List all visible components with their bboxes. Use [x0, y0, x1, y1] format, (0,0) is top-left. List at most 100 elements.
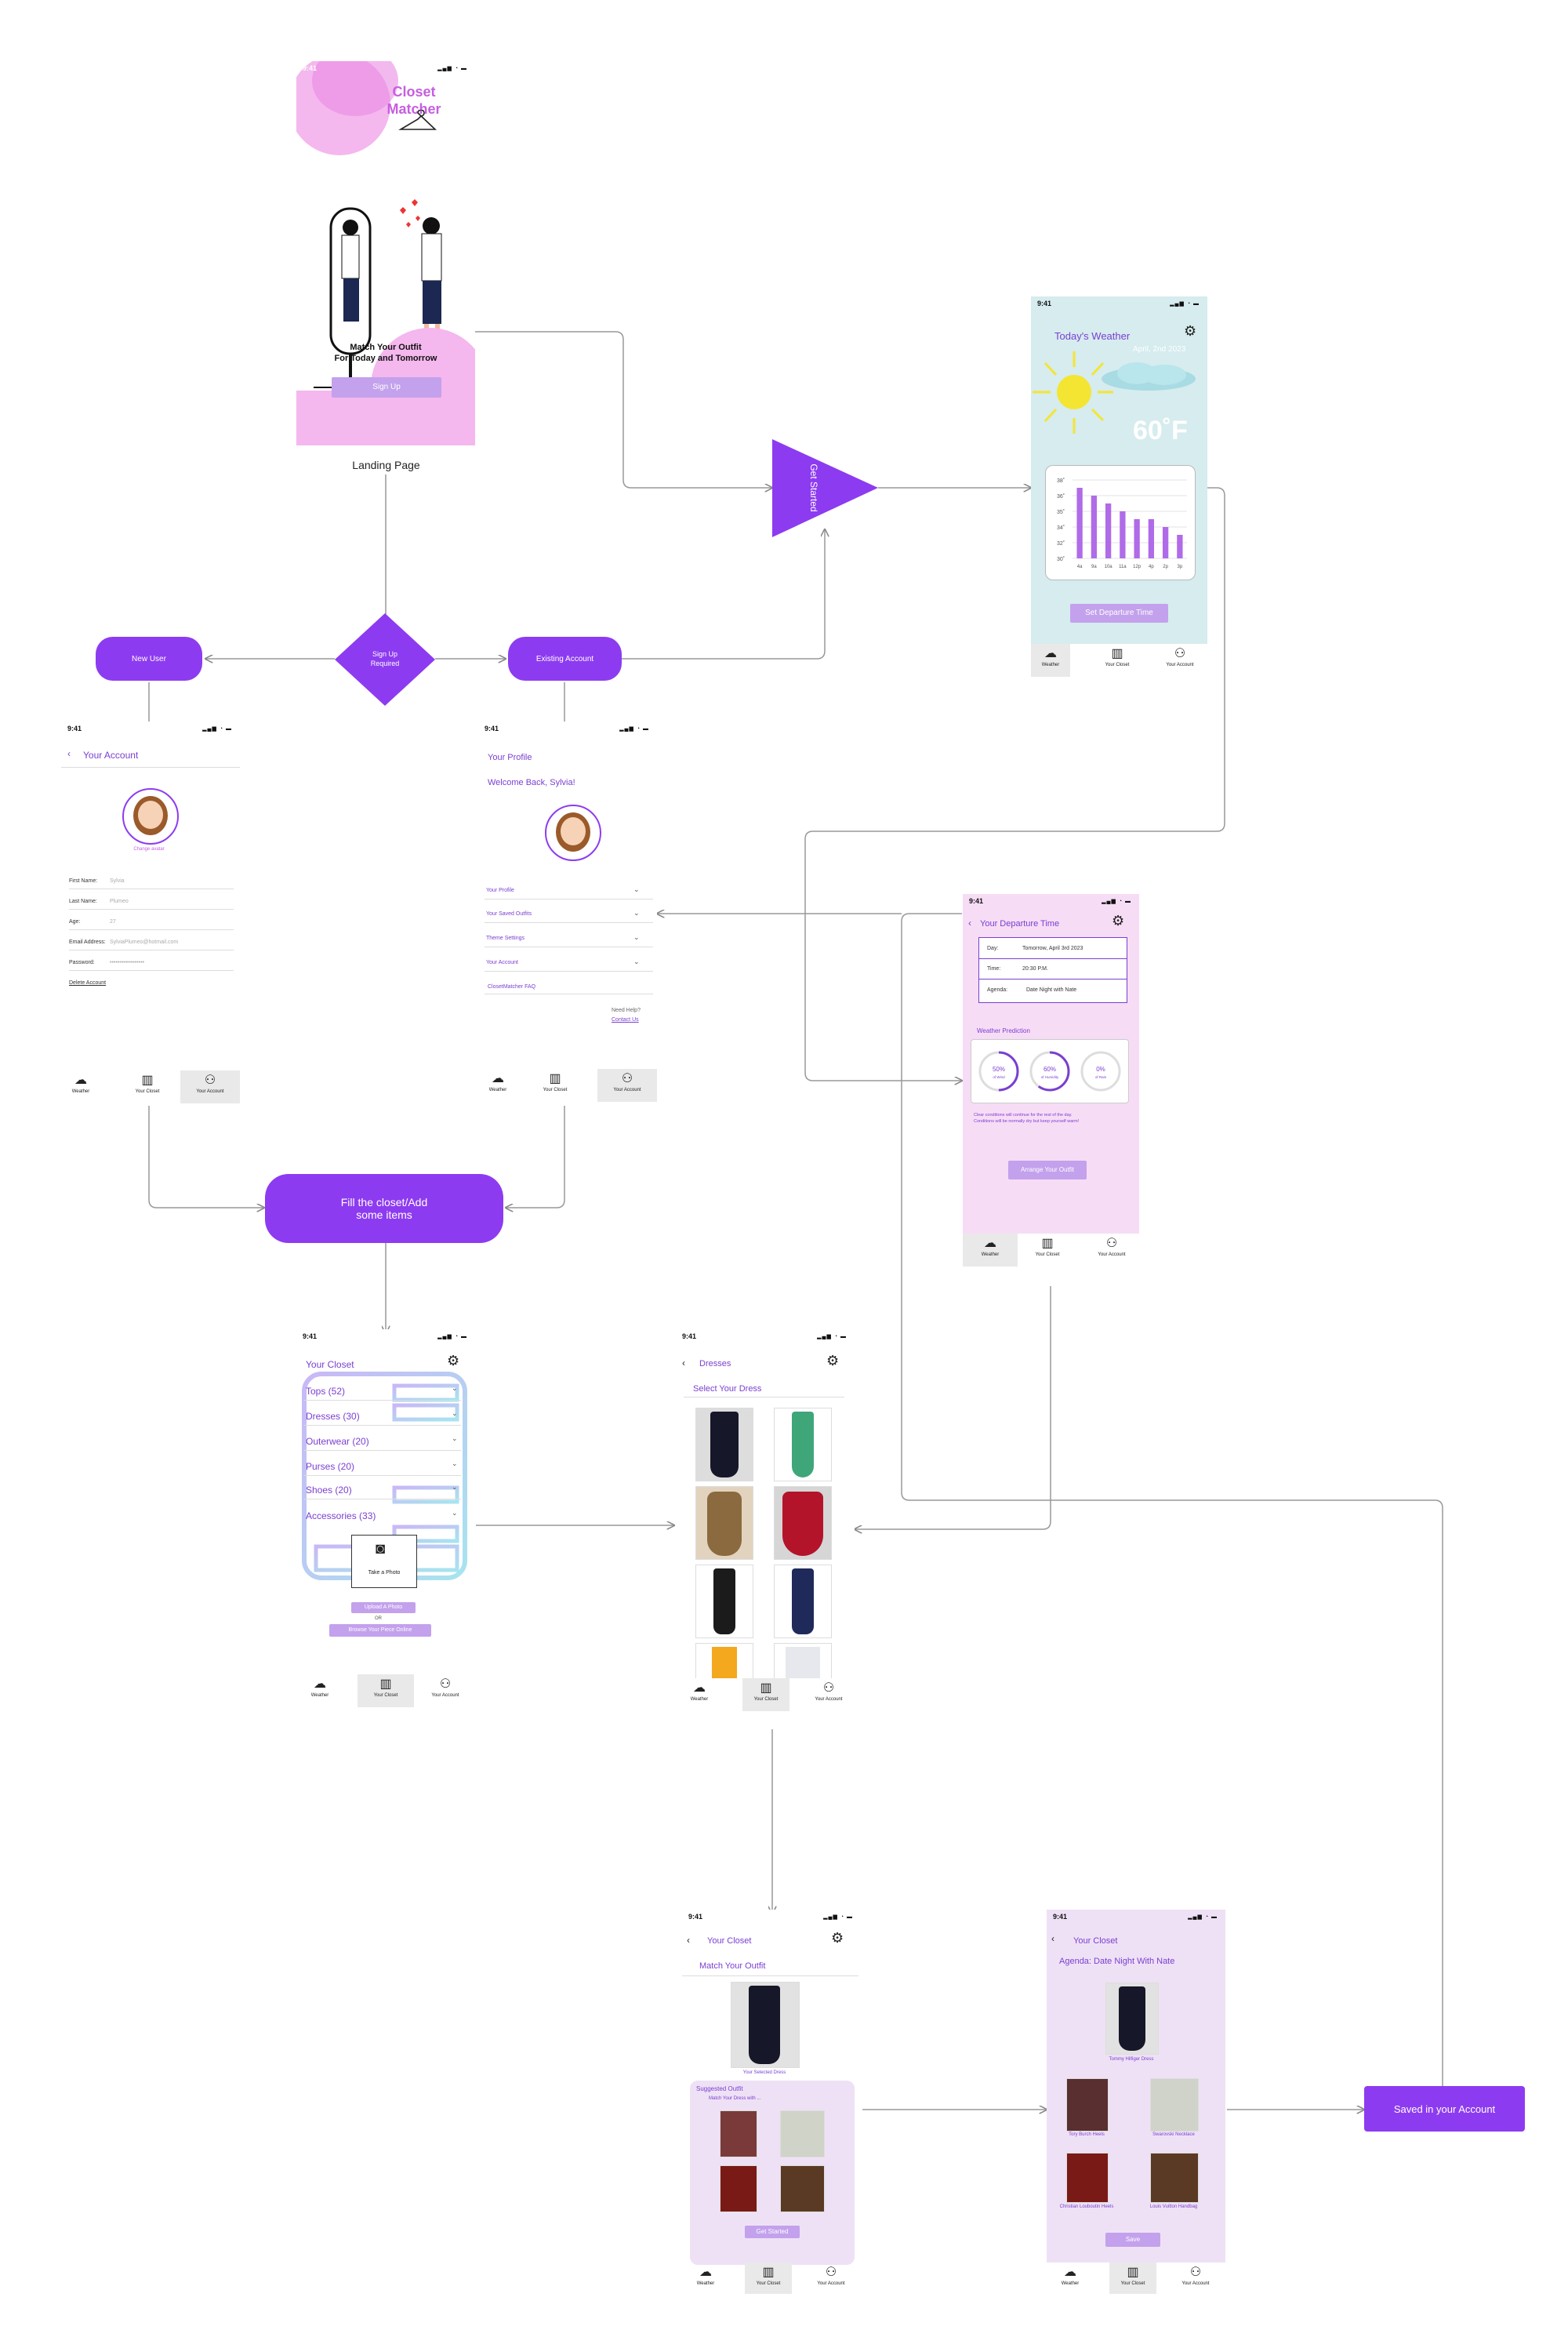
nav-closet-label: Your Closet	[756, 2281, 781, 2286]
gear-icon[interactable]: ⚙	[1112, 913, 1125, 929]
menu-saved-outfits[interactable]: Your Saved Outfits	[486, 911, 532, 917]
nav-account[interactable]: ⚇Your Account	[597, 1069, 657, 1102]
gear-icon[interactable]: ⚙	[447, 1353, 460, 1368]
browse-online-button[interactable]: Browse Your Piece Online	[329, 1624, 431, 1637]
nav-weather[interactable]: ☁Weather	[1031, 644, 1070, 677]
contact-us-link[interactable]: Contact Us	[612, 1017, 639, 1023]
set-departure-button[interactable]: Set Departure Time	[1070, 604, 1168, 623]
nav-closet[interactable]: ▥Your Closet	[1109, 2262, 1156, 2294]
dress-item[interactable]	[695, 1643, 753, 1680]
dress-item[interactable]	[774, 1408, 832, 1481]
new-user-node[interactable]: New User	[96, 637, 202, 681]
day-value[interactable]: Tomorrow, April 3rd 2023	[1022, 946, 1083, 951]
agenda-item[interactable]	[1150, 2153, 1199, 2203]
weather-icon: ☁	[74, 1074, 87, 1087]
back-chevron-icon[interactable]: ‹	[67, 748, 71, 759]
last-name-field[interactable]: Plumeo	[110, 899, 129, 904]
delete-account-link[interactable]: Delete Account	[69, 980, 107, 986]
nav-account[interactable]: ⚇Your Account	[1156, 644, 1203, 677]
age-field[interactable]: 27	[110, 919, 116, 925]
signup-button[interactable]: Sign Up	[332, 377, 441, 398]
suggested-item[interactable]	[720, 2165, 757, 2212]
nav-account[interactable]: ⚇Your Account	[422, 1674, 469, 1707]
menu-your-account[interactable]: Your Account	[486, 960, 518, 965]
dress-item[interactable]	[774, 1486, 832, 1560]
nav-weather[interactable]: ☁Weather	[963, 1234, 1018, 1267]
nav-weather[interactable]: ☁Weather	[676, 1678, 723, 1711]
gear-icon[interactable]: ⚙	[1184, 323, 1197, 339]
agenda-item[interactable]	[1066, 2078, 1109, 2132]
nav-weather[interactable]: ☁Weather	[296, 1674, 343, 1707]
tagline: Match Your Outfit For Today and Tomorrow	[296, 342, 475, 364]
suggested-item[interactable]	[720, 2110, 757, 2157]
back-chevron-icon[interactable]: ‹	[682, 1357, 685, 1368]
nav-weather[interactable]: ☁Weather	[478, 1069, 517, 1102]
agenda-value[interactable]: Date Night with Nate	[1026, 987, 1077, 993]
get-started-button[interactable]: Get Started	[745, 2226, 800, 2238]
nav-closet[interactable]: ▥Your Closet	[745, 2262, 792, 2294]
back-chevron-icon[interactable]: ‹	[1051, 1933, 1054, 1944]
dress-item[interactable]	[695, 1565, 753, 1638]
dress-item[interactable]	[774, 1643, 832, 1680]
nav-closet[interactable]: ▥Your Closet	[124, 1070, 171, 1103]
category-purses[interactable]: Purses (20)	[306, 1461, 355, 1472]
menu-faq[interactable]: ClosetMatcher FAQ	[488, 984, 536, 990]
category-outerwear[interactable]: Outerwear (20)	[306, 1436, 369, 1447]
nav-weather[interactable]: ☁Weather	[61, 1070, 100, 1103]
connector-newuser-to-fill	[148, 1106, 264, 1208]
nav-closet[interactable]: ▥Your Closet	[742, 1678, 789, 1711]
upload-photo-button[interactable]: Upload A Photo	[351, 1602, 416, 1613]
agenda-item[interactable]	[1066, 2153, 1109, 2203]
avatar[interactable]	[545, 805, 601, 861]
match-screen: 9:41 ▂▄▆ ◔ ▬ ‹ Your Closet ⚙ Match Your …	[682, 1910, 861, 2294]
closet-icon: ▥	[379, 1677, 392, 1691]
category-accessories[interactable]: Accessories (33)	[306, 1510, 376, 1521]
category-shoes[interactable]: Shoes (20)	[306, 1485, 352, 1496]
nav-weather[interactable]: ☁Weather	[1047, 2262, 1094, 2294]
change-avatar-link[interactable]: Change avatar	[133, 847, 165, 852]
nav-account[interactable]: ⚇Your Account	[180, 1070, 240, 1103]
gauge-arc	[978, 1051, 1019, 1092]
dress-item[interactable]	[695, 1408, 753, 1481]
agenda-item[interactable]	[1150, 2078, 1199, 2132]
nav-weather-label: Weather	[1061, 2281, 1080, 2286]
avatar[interactable]	[122, 788, 179, 845]
nav-closet[interactable]: ▥Your Closet	[1094, 644, 1141, 677]
take-photo-card[interactable]: ◙ Take a Photo	[351, 1535, 417, 1588]
menu-theme-settings[interactable]: Theme Settings	[486, 936, 525, 941]
email-field[interactable]: SylviaPlumeo@hotmail.com	[110, 940, 179, 945]
password-field[interactable]: ••••••••••••••••••	[110, 960, 145, 965]
nav-account[interactable]: ⚇Your Account	[805, 1678, 852, 1711]
nav-weather-label: Weather	[690, 1697, 709, 1702]
existing-account-node[interactable]: Existing Account	[508, 637, 622, 681]
back-chevron-icon[interactable]: ‹	[968, 918, 971, 929]
nav-account[interactable]: ⚇Your Account	[1088, 1234, 1135, 1267]
suggested-item[interactable]	[780, 2165, 825, 2212]
dress-item[interactable]	[695, 1486, 753, 1560]
nav-account[interactable]: ⚇Your Account	[1172, 2262, 1219, 2294]
category-dresses[interactable]: Dresses (30)	[306, 1411, 360, 1422]
nav-weather[interactable]: ☁Weather	[682, 2262, 729, 2294]
save-button[interactable]: Save	[1105, 2233, 1160, 2247]
gear-icon[interactable]: ⚙	[831, 1930, 844, 1946]
row-divider	[69, 970, 234, 971]
time-value[interactable]: 20:30 P.M.	[1022, 966, 1048, 972]
nav-closet[interactable]: ▥Your Closet	[532, 1069, 579, 1102]
nav-closet[interactable]: ▥Your Closet	[358, 1674, 414, 1707]
nav-account-label: Your Account	[817, 2281, 845, 2286]
nav-account[interactable]: ⚇Your Account	[808, 2262, 855, 2294]
back-chevron-icon[interactable]: ‹	[687, 1935, 690, 1946]
menu-your-profile[interactable]: Your Profile	[486, 888, 514, 893]
fill-closet-node[interactable]: Fill the closet/Add some items	[265, 1174, 503, 1243]
category-tops[interactable]: Tops (52)	[306, 1386, 346, 1397]
dress-item[interactable]	[774, 1565, 832, 1638]
get-started-triangle[interactable]	[772, 439, 878, 537]
first-name-field[interactable]: Sylvia	[110, 878, 125, 884]
gear-icon[interactable]: ⚙	[826, 1353, 840, 1368]
nav-closet[interactable]: ▥Your Closet	[1024, 1234, 1071, 1267]
gauge-arc	[1029, 1051, 1070, 1092]
suggested-item[interactable]	[780, 2110, 825, 2157]
arrange-outfit-button[interactable]: Arrange Your Outfit	[1008, 1161, 1087, 1179]
saved-account-node[interactable]: Saved in your Account	[1364, 2086, 1525, 2132]
